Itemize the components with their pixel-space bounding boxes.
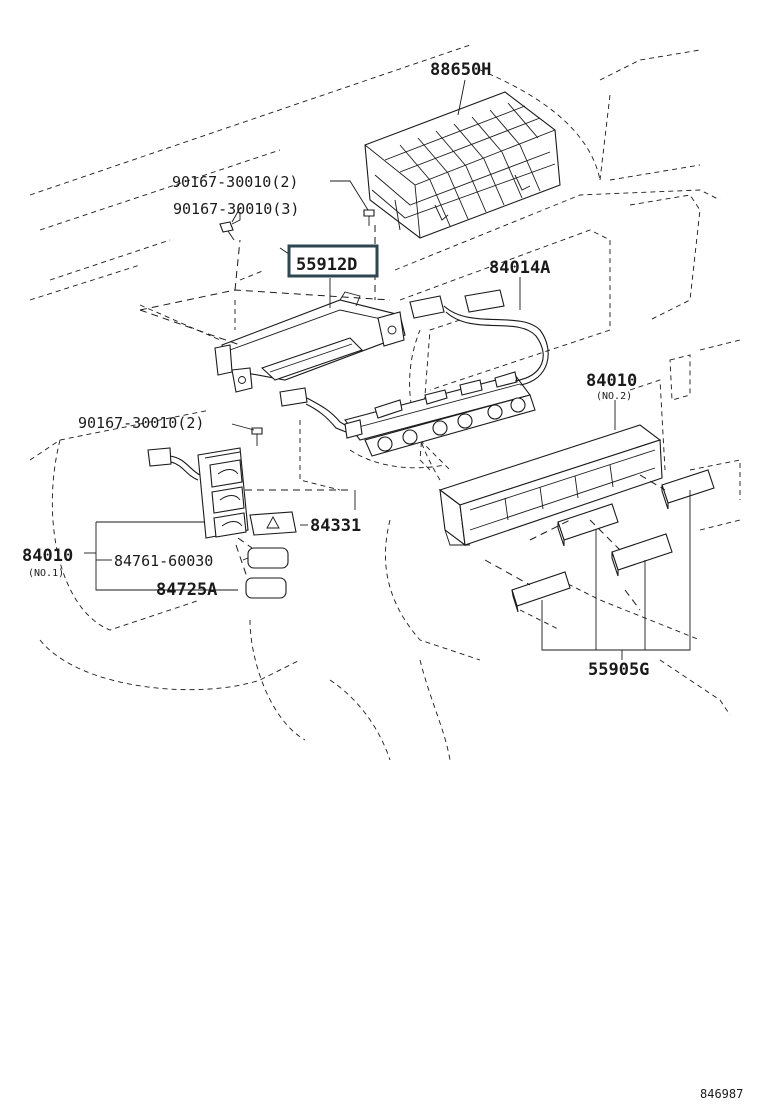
label-84010-no1-sub: (NO.1): [28, 568, 64, 579]
leader-lines: [84, 79, 691, 660]
screw-left: [251, 427, 263, 446]
dashboard-outline: [29, 44, 741, 761]
harness-84014A: [279, 289, 549, 439]
label-90167-30010-2-top: 90167-30010(2): [172, 173, 298, 191]
switch-left-harness: [147, 447, 201, 481]
bracket-55912D: [214, 291, 406, 393]
ac-unit-88650H: [364, 91, 561, 239]
knob-84725A: [245, 577, 287, 599]
dash-knob-2: [529, 519, 571, 541]
highlight-box-55912D: [287, 244, 379, 278]
label-84010-no2-sub: (NO.2): [596, 391, 632, 402]
screw-top-left: [219, 221, 235, 241]
switch-84010-no1: [197, 447, 249, 539]
dash-knob-5: [624, 589, 641, 611]
label-84331: 84331: [310, 516, 361, 536]
dash-84725A: [235, 544, 249, 581]
dash-knob-4: [639, 474, 666, 491]
dash-panel-up: [234, 239, 241, 291]
switch-84010-no2: [438, 424, 663, 547]
knobs-55905G: [511, 469, 715, 613]
control-unit: [344, 371, 536, 457]
hazard-switch-84331: [249, 511, 297, 536]
label-90167-30010-3: 90167-30010(3): [173, 200, 299, 218]
reference-number: 846987: [700, 1087, 743, 1101]
screw-top-right: [363, 209, 375, 226]
label-84761-60030: 84761-60030: [114, 552, 213, 570]
label-55905G: 55905G: [588, 660, 649, 680]
label-55912D: 55912D: [296, 255, 357, 275]
dash-84761: [237, 537, 253, 549]
label-90167-30010-2-left: 90167-30010(2): [78, 414, 204, 432]
label-84014A: 84014A: [489, 258, 550, 278]
label-84010-no2: 84010: [586, 371, 637, 391]
label-84010-no1: 84010: [22, 546, 73, 566]
dash-panel-left: [139, 309, 241, 346]
label-84725A: 84725A: [156, 580, 217, 600]
label-88650H: 88650H: [430, 60, 491, 80]
knob-84761: [247, 547, 289, 569]
dash-knob-1: [484, 559, 531, 586]
